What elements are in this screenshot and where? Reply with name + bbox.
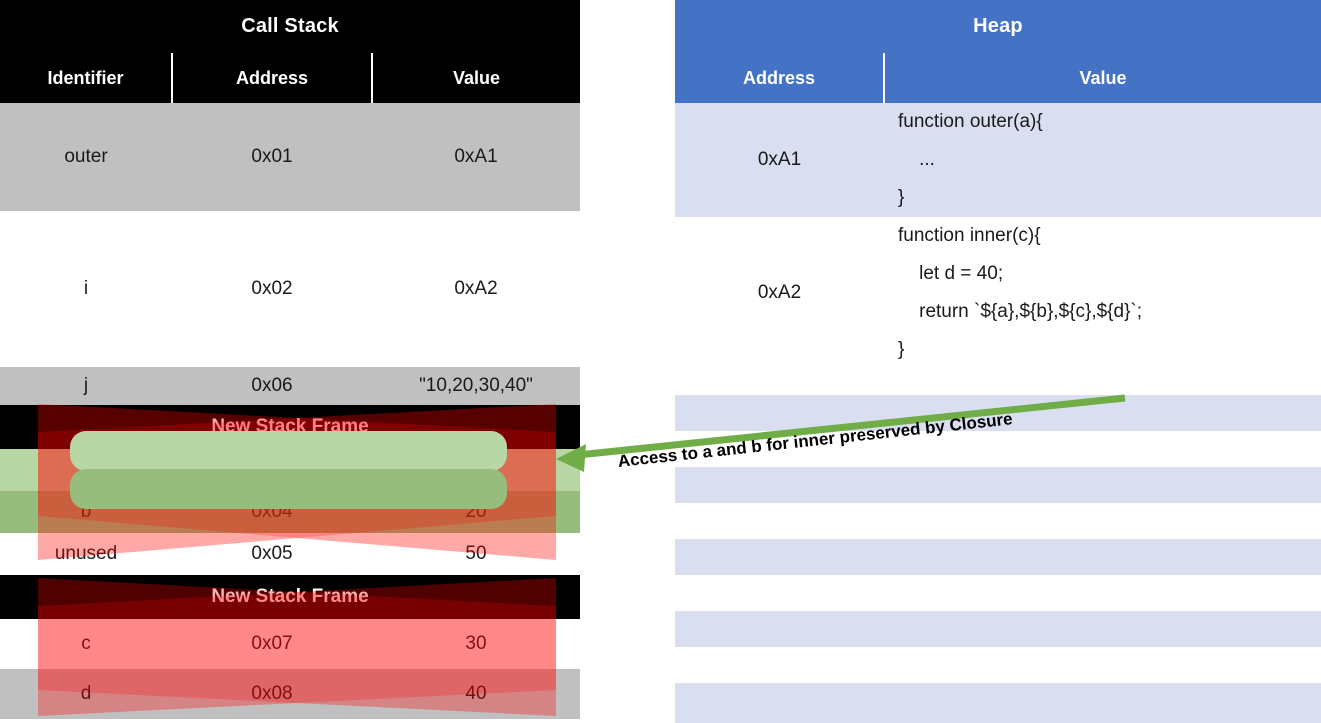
- cell-value: 50: [372, 533, 580, 575]
- cell-address: 0x02: [172, 263, 372, 315]
- code-line: return `${a},${b},${c},${d}`;: [898, 301, 1143, 322]
- table-row: 0xA2 function inner(c){ let d = 40; retu…: [675, 217, 1321, 369]
- cell-value: 0xA1: [372, 103, 580, 211]
- cell-heap-address: 0xA2: [675, 217, 884, 369]
- cell-address: [172, 211, 372, 263]
- cell-value: 30: [372, 619, 580, 669]
- call-stack-title-row: Call Stack: [0, 0, 580, 53]
- heap-panel: Heap Address Value 0xA1 function outer(a…: [675, 0, 1321, 723]
- cell-value: 20: [372, 491, 580, 533]
- table-row-empty: [675, 369, 1321, 395]
- code-line: }: [898, 339, 905, 360]
- cell-address: 0x06: [172, 367, 372, 405]
- table-row: b 0x04 20: [0, 491, 580, 533]
- table-row: [0, 315, 580, 367]
- code-line: function outer(a){: [898, 111, 1043, 132]
- table-row: unused 0x05 50: [0, 533, 580, 575]
- table-row: c 0x07 30: [0, 619, 580, 669]
- call-stack-header-row: Identifier Address Value: [0, 53, 580, 103]
- cell-identifier: d: [0, 669, 172, 719]
- new-stack-frame-label: New Stack Frame: [0, 405, 580, 449]
- heap-title: Heap: [675, 0, 1321, 53]
- table-row-empty: [675, 647, 1321, 683]
- heap-title-row: Heap: [675, 0, 1321, 53]
- table-row: outer 0x01 0xA1: [0, 103, 580, 211]
- cell-address: [172, 315, 372, 367]
- cell-address: 0x03: [172, 449, 372, 491]
- cell-value: "10,20,30,40": [372, 367, 580, 405]
- cell-identifier: a: [0, 449, 172, 491]
- cell-value: [372, 211, 580, 263]
- table-row-empty: [675, 575, 1321, 611]
- cell-identifier: j: [0, 367, 172, 405]
- cell-heap-value: function inner(c){ let d = 40; return `$…: [884, 217, 1321, 369]
- column-header-address: Address: [172, 53, 373, 103]
- table-row: i 0x02 0xA2: [0, 263, 580, 315]
- cell-identifier: outer: [0, 103, 172, 211]
- table-row: a 0x03 10: [0, 449, 580, 491]
- call-stack-title: Call Stack: [0, 0, 580, 53]
- code-line: let d = 40;: [898, 263, 1004, 284]
- table-row-empty: [675, 611, 1321, 647]
- column-header-heap-address: Address: [675, 53, 885, 103]
- cell-identifier: b: [0, 491, 172, 533]
- new-stack-frame-bar: New Stack Frame: [0, 405, 580, 449]
- cell-heap-value: function outer(a){ ... }: [884, 103, 1321, 217]
- cell-value: [372, 315, 580, 367]
- column-header-value: Value: [372, 53, 580, 103]
- new-stack-frame-label: New Stack Frame: [0, 575, 580, 619]
- cell-value: 10: [372, 449, 580, 491]
- table-row: 0xA1 function outer(a){ ... }: [675, 103, 1321, 217]
- cell-identifier: i: [0, 263, 172, 315]
- cell-identifier: [0, 315, 172, 367]
- cell-value: 40: [372, 669, 580, 719]
- table-row-empty: [675, 467, 1321, 503]
- cell-address: 0x08: [172, 669, 372, 719]
- table-row-empty: [675, 503, 1321, 539]
- cell-address: 0x07: [172, 619, 372, 669]
- call-stack-table: Call Stack Identifier Address Value oute…: [0, 0, 580, 719]
- column-header-heap-value: Value: [884, 53, 1321, 103]
- cell-value: 0xA2: [372, 263, 580, 315]
- cell-identifier: unused: [0, 533, 172, 575]
- cell-address: 0x05: [172, 533, 372, 575]
- table-row-empty: [675, 539, 1321, 575]
- new-stack-frame-bar: New Stack Frame: [0, 575, 580, 619]
- cell-heap-address: 0xA1: [675, 103, 884, 217]
- table-row: j 0x06 "10,20,30,40": [0, 367, 580, 405]
- code-line: function inner(c){: [898, 225, 1041, 246]
- call-stack-panel: Call Stack Identifier Address Value oute…: [0, 0, 580, 719]
- table-row: d 0x08 40: [0, 669, 580, 719]
- code-line: }: [898, 187, 905, 208]
- cell-address: 0x04: [172, 491, 372, 533]
- table-row-empty: [675, 683, 1321, 723]
- column-header-identifier: Identifier: [0, 53, 173, 103]
- heap-table: Heap Address Value 0xA1 function outer(a…: [675, 0, 1321, 723]
- heap-header-row: Address Value: [675, 53, 1321, 103]
- cell-identifier: c: [0, 619, 172, 669]
- cell-identifier: [0, 211, 172, 263]
- cell-address: 0x01: [172, 103, 372, 211]
- code-line: ...: [898, 149, 935, 170]
- table-row: [0, 211, 580, 263]
